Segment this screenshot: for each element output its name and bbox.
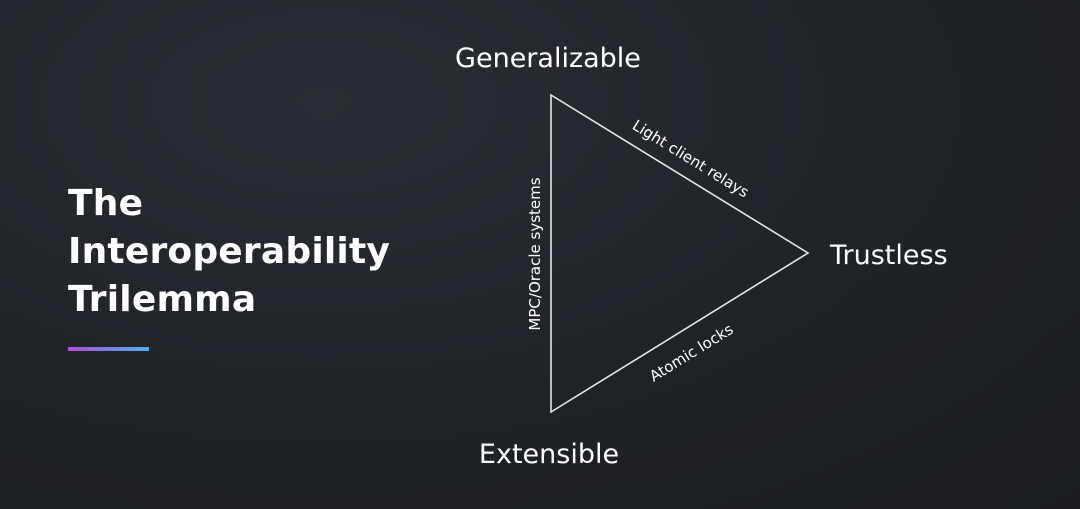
vertex-generalizable: Generalizable xyxy=(455,43,641,74)
edge-label-mpc-oracle: MPC/Oracle systems xyxy=(526,177,544,330)
vertex-trustless: Trustless xyxy=(829,240,948,271)
edge-label-light-client-relays: Light client relays xyxy=(629,116,752,201)
slide-title: The Interoperability Trilemma xyxy=(68,180,390,324)
trilemma-triangle xyxy=(550,93,810,414)
title-line-1: The xyxy=(68,183,144,224)
title-line-2: Interoperability xyxy=(68,231,391,272)
title-line-3: Trilemma xyxy=(68,279,257,320)
vertex-extensible: Extensible xyxy=(479,439,619,470)
title-accent-bar xyxy=(68,347,149,351)
edge-label-atomic-locks: Atomic locks xyxy=(646,320,736,385)
